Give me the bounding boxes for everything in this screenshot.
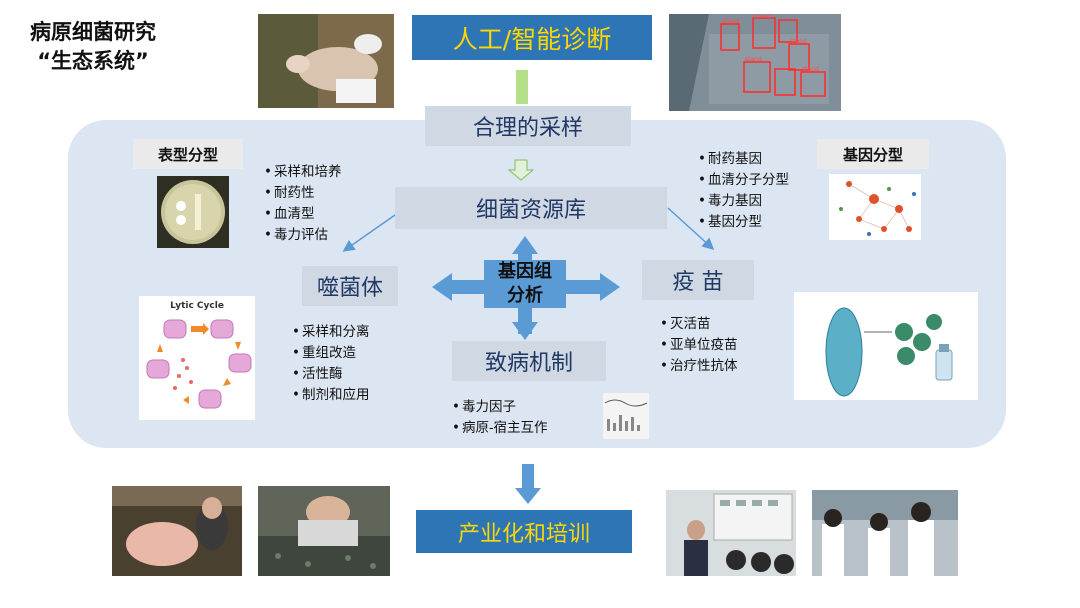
mechanism-box: 致病机制 — [452, 341, 606, 381]
list-item: 活性酶 — [292, 364, 369, 385]
list-item: 采样和分离 — [292, 322, 369, 343]
phage-list: 采样和分离 重组改造 活性酶 制剂和应用 — [292, 322, 369, 406]
mechanism-list: 毒力因子 病原-宿主互作 — [452, 397, 548, 439]
down-arrow-bottom-icon — [515, 464, 541, 504]
vaccine-illustration — [794, 292, 978, 400]
list-item: 毒力评估 — [264, 225, 341, 246]
farm-photo-1 — [112, 486, 242, 576]
lytic-cycle-title: Lytic Cycle — [170, 301, 224, 311]
list-item: 亚单位疫苗 — [660, 335, 737, 356]
lytic-cycle-diagram: Lytic Cycle — [139, 296, 255, 420]
biobank-right-list: 耐药基因 血清分子分型 毒力基因 基因分型 — [698, 149, 789, 233]
down-arrow-icon — [509, 160, 533, 180]
list-item: 治疗性抗体 — [660, 356, 737, 377]
biobank-box: 细菌资源库 — [395, 187, 667, 229]
mechanism-chart-thumb — [603, 393, 649, 439]
farm-photo-2 — [258, 486, 390, 576]
petri-dish-photo — [157, 176, 229, 248]
vaccine-list: 灭活苗 亚单位疫苗 治疗性抗体 — [660, 314, 737, 377]
list-item: 耐药基因 — [698, 149, 789, 170]
training-photo-1 — [666, 490, 796, 576]
list-item: 基因分型 — [698, 212, 789, 233]
sampling-box: 合理的采样 — [425, 106, 631, 146]
list-item: 血清分子分型 — [698, 170, 789, 191]
list-item: 病原-宿主互作 — [452, 418, 548, 439]
list-item: 毒力因子 — [452, 397, 548, 418]
list-item: 重组改造 — [292, 343, 369, 364]
list-item: 制剂和应用 — [292, 385, 369, 406]
genotype-tag: 基因分型 — [817, 139, 929, 169]
gene-network-image — [829, 174, 921, 240]
list-item: 耐药性 — [264, 183, 341, 204]
list-item: 毒力基因 — [698, 191, 789, 212]
list-item: 采样和培养 — [264, 162, 341, 183]
biobank-left-list: 采样和培养 耐药性 血清型 毒力评估 — [264, 162, 341, 246]
phenotype-tag: 表型分型 — [133, 139, 243, 169]
genome-analysis-label: 基因组 分析 — [484, 260, 566, 308]
phage-box: 噬菌体 — [302, 266, 398, 306]
industrialization-banner: 产业化和培训 — [416, 510, 632, 553]
list-item: 灭活苗 — [660, 314, 737, 335]
vaccine-box: 疫 苗 — [642, 260, 754, 300]
list-item: 血清型 — [264, 204, 341, 225]
training-photo-2 — [812, 490, 958, 576]
